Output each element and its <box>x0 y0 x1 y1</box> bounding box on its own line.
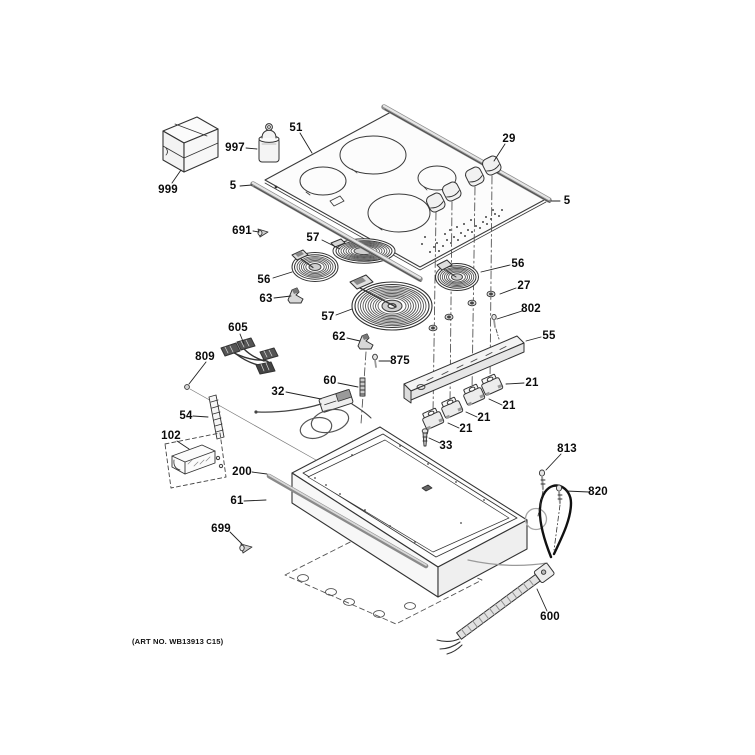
part-label-820: 820 <box>588 486 608 498</box>
trim-strip-left <box>250 181 423 282</box>
trim-strip-right <box>381 104 552 203</box>
part-label-55: 55 <box>542 330 556 342</box>
infinite-switches <box>422 373 504 431</box>
cleaner-bottle-997 <box>258 123 280 163</box>
part-label-21: 21 <box>459 423 473 435</box>
trim-strip-200 <box>266 473 429 569</box>
part-label-875: 875 <box>390 355 410 367</box>
spacer-strip-54 <box>208 394 225 440</box>
mounting-rail <box>403 335 525 404</box>
bracket-63 <box>287 287 304 304</box>
part-label-5: 5 <box>563 195 571 207</box>
part-label-699: 699 <box>211 523 231 535</box>
part-label-999: 999 <box>158 184 178 196</box>
part-label-997: 997 <box>225 142 245 154</box>
part-label-56: 56 <box>257 274 271 286</box>
part-label-813: 813 <box>557 443 577 455</box>
part-label-605: 605 <box>228 322 248 334</box>
screw-33 <box>421 428 429 447</box>
part-label-691: 691 <box>232 225 252 237</box>
screw-60 <box>359 377 366 397</box>
clip-691 <box>257 228 269 238</box>
control-knobs <box>426 155 502 213</box>
part-label-802: 802 <box>521 303 541 315</box>
part-label-5: 5 <box>229 180 237 192</box>
part-label-54: 54 <box>179 410 193 422</box>
art-number-note: (ART NO. WB13913 C15) <box>132 637 224 646</box>
part-label-61: 61 <box>230 495 244 507</box>
part-label-200: 200 <box>232 466 252 478</box>
shipping-box-999 <box>162 116 219 173</box>
screw-875 <box>372 353 378 368</box>
power-cord <box>436 484 573 655</box>
part-label-600: 600 <box>540 611 560 623</box>
screw-820 <box>553 484 563 551</box>
wire-harness-605 <box>220 337 279 375</box>
insulation-panel <box>284 531 483 625</box>
part-label-60: 60 <box>323 375 337 387</box>
burner-element-small-left <box>291 249 339 282</box>
washers-27 <box>428 290 496 332</box>
burner-element-large <box>349 274 433 331</box>
part-label-62: 62 <box>332 331 346 343</box>
burner-element-small-right <box>435 259 479 291</box>
screw-699 <box>239 543 253 554</box>
part-label-57: 57 <box>306 232 320 244</box>
part-label-57: 57 <box>321 311 335 323</box>
bracket-kit-102 <box>164 432 227 489</box>
part-label-21: 21 <box>502 400 516 412</box>
part-label-63: 63 <box>259 293 273 305</box>
part-label-56: 56 <box>511 258 525 270</box>
limiter-module-32 <box>254 388 372 440</box>
burner-box <box>291 426 528 598</box>
part-label-32: 32 <box>271 386 285 398</box>
part-label-29: 29 <box>502 133 516 145</box>
screw-802 <box>491 313 500 340</box>
bracket-62 <box>357 333 374 350</box>
glass-printing-specks <box>421 209 503 253</box>
part-label-21: 21 <box>525 377 539 389</box>
screw-813 <box>537 469 546 517</box>
part-label-33: 33 <box>439 440 453 452</box>
part-label-51: 51 <box>289 122 303 134</box>
part-label-809: 809 <box>195 351 215 363</box>
part-label-102: 102 <box>161 430 181 442</box>
part-label-27: 27 <box>517 280 531 292</box>
leader-lines <box>171 132 590 612</box>
part-label-21: 21 <box>477 412 491 424</box>
